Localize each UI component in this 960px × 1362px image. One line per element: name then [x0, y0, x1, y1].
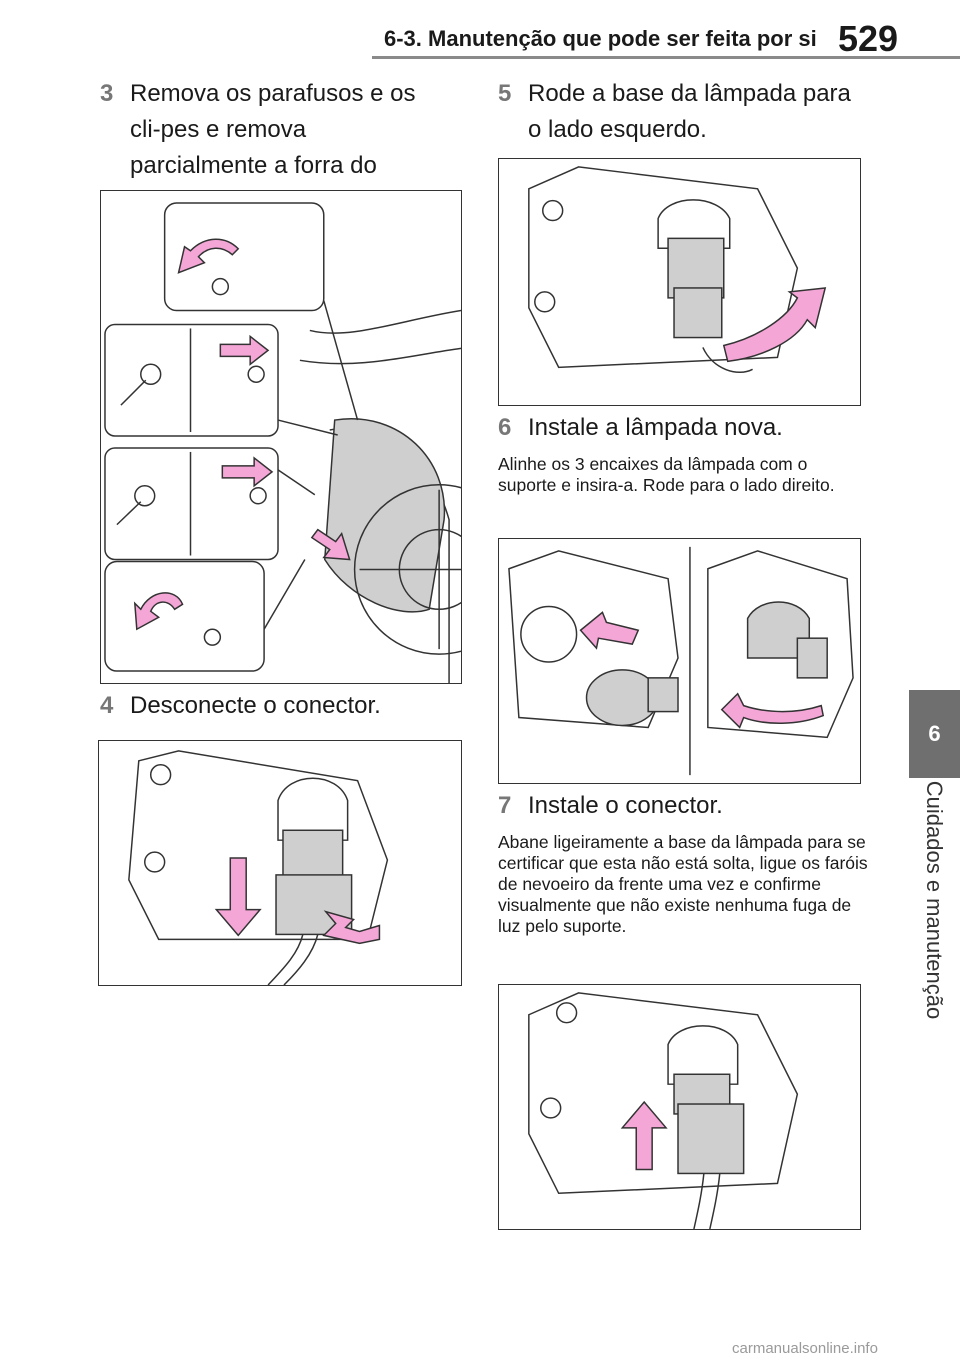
install-bulb-illustration	[498, 538, 861, 784]
step-6-note: Alinhe os 3 encaixes da lâmpada com o su…	[498, 454, 835, 495]
step-number: 4	[100, 692, 114, 719]
step-5: 5 Rode a base da lâmpada para o lado esq…	[498, 76, 868, 148]
disconnect-connector-illustration	[98, 740, 462, 986]
step-6: 6 Instale a lâmpada nova.	[498, 410, 868, 446]
step-7-note: Abane ligeiramente a base da lâmpada par…	[498, 832, 868, 936]
step-number: 7	[498, 792, 512, 819]
header-rule	[372, 22, 960, 59]
step-text: Rode a base da lâmpada para o lado esque…	[528, 80, 851, 143]
step-4: 4 Desconecte o conector.	[100, 688, 450, 724]
chapter-label: Cuidados e manutenção	[922, 780, 947, 1020]
step-number: 5	[498, 80, 512, 107]
rotate-bulb-base-illustration	[498, 158, 861, 406]
step-7: 7 Instale o conector.	[498, 788, 868, 824]
step-text: Desconecte o conector.	[130, 692, 381, 719]
chapter-tab[interactable]: 6	[909, 690, 960, 778]
fender-liner-illustration	[100, 190, 462, 684]
section-title: 6-3. Manutenção que pode ser feita por s…	[384, 26, 817, 51]
step-number: 3	[100, 80, 114, 107]
step-number: 6	[498, 414, 512, 441]
install-connector-illustration	[498, 984, 861, 1230]
step-text: Instale o conector.	[528, 792, 723, 819]
step-text: Instale a lâmpada nova.	[528, 414, 783, 441]
watermark: carmanualsonline.info	[732, 1340, 878, 1357]
page-number: 529	[838, 18, 899, 59]
chapter-number: 6	[928, 721, 941, 746]
